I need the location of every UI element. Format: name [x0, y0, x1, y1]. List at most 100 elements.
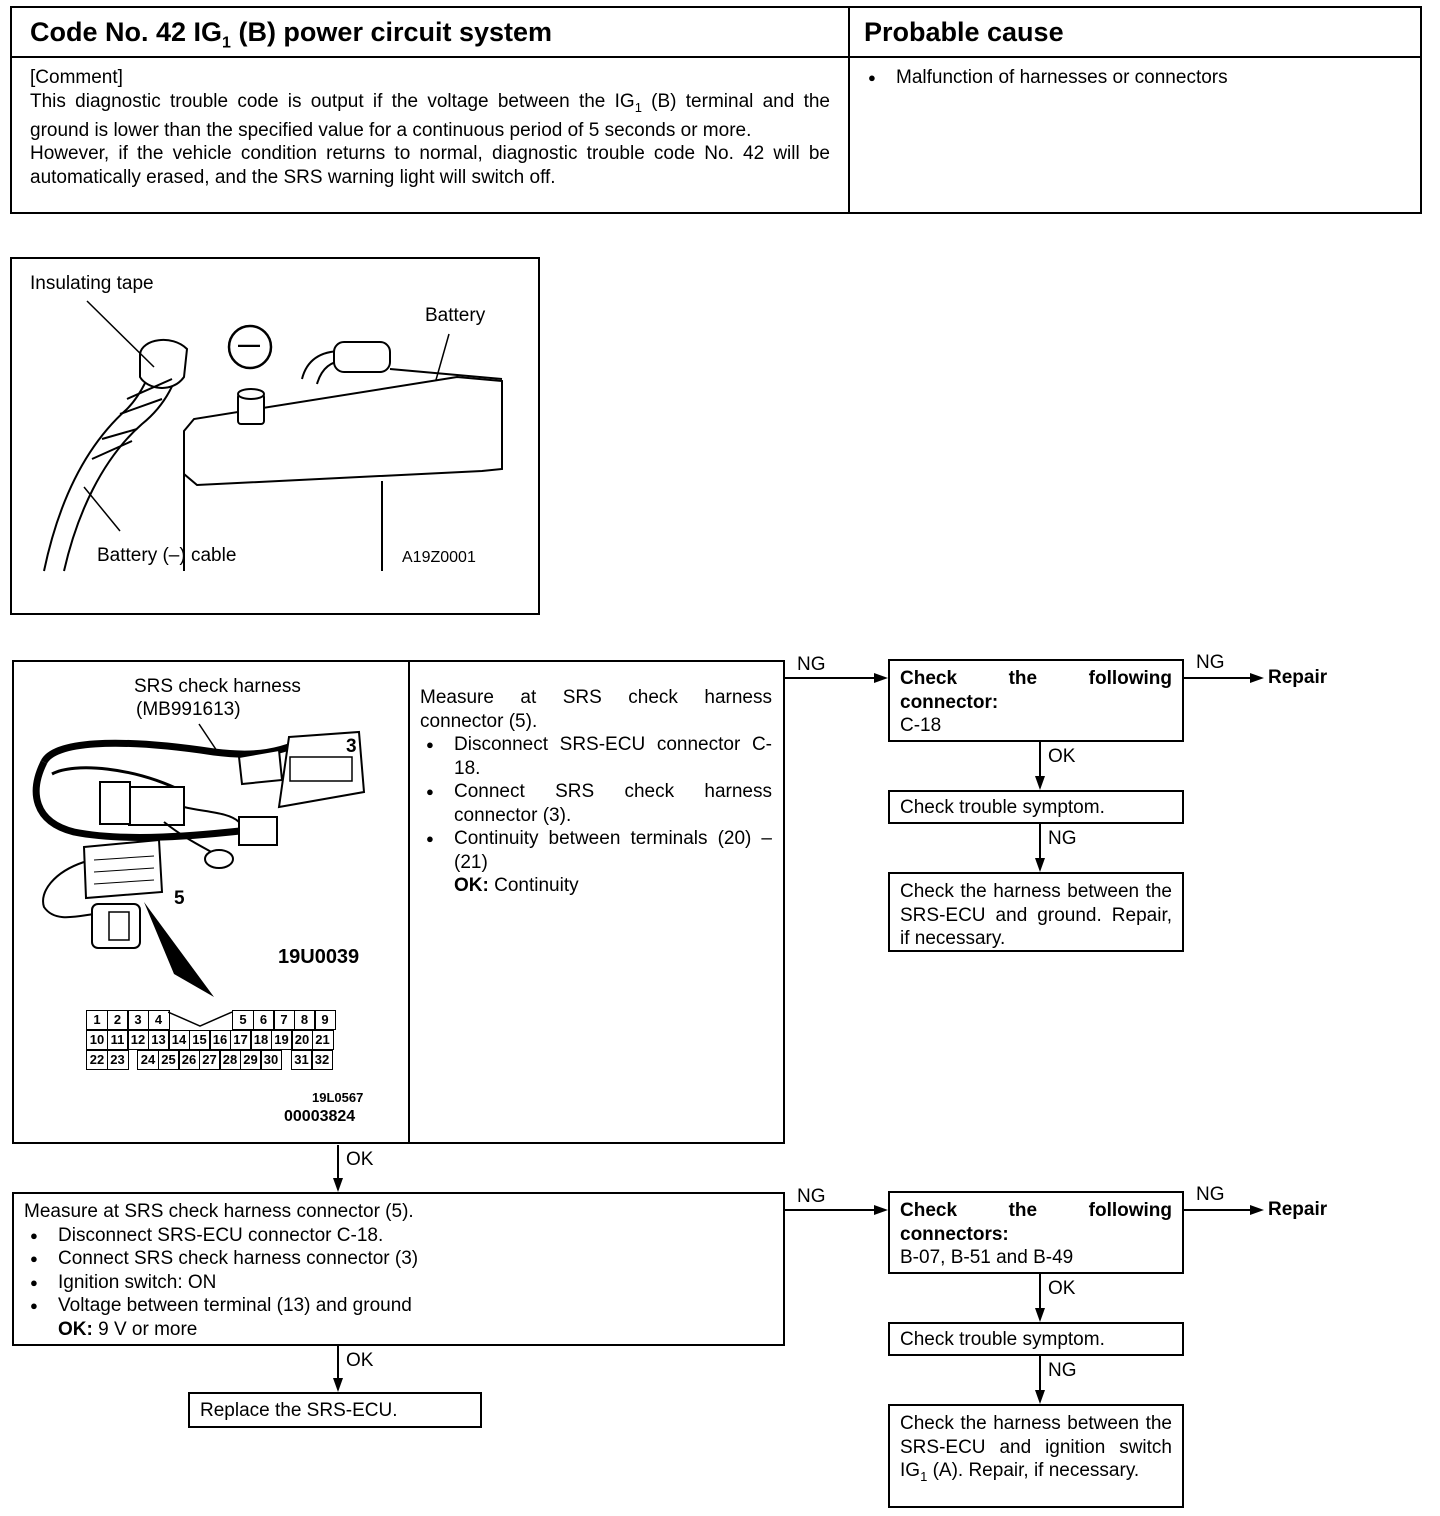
step2-item: Voltage between terminal (13) and ground — [24, 1294, 773, 1318]
step2-list: Disconnect SRS-ECU connector C-18. Conne… — [24, 1224, 773, 1318]
flow2-check-connectors: Check the following connectors: B-07, B-… — [888, 1191, 1184, 1274]
flow2-ng3-label: NG — [1048, 1360, 1077, 1381]
step2-ok-criteria: OK: 9 V or more — [58, 1318, 198, 1340]
step1-box: SRS check harness (MB991613) — [12, 660, 785, 1144]
flow1-ng2-label: NG — [1196, 652, 1225, 673]
probable-cause-item: Malfunction of harnesses or connectors — [862, 66, 1402, 90]
comment-paragraph-1: This diagnostic trouble code is output i… — [30, 90, 830, 141]
pin-cell: 7 — [273, 1010, 295, 1030]
flow2-check-symptom: Check trouble symptom. — [888, 1322, 1184, 1356]
code-table: Code No. 42 IG1 (B) power circuit system… — [10, 6, 1422, 214]
pin-cell: 32 — [311, 1050, 333, 1070]
step2-box: Measure at SRS check harness connector (… — [12, 1192, 785, 1346]
flow1-ng-label: NG — [797, 654, 826, 675]
pin-cell: 4 — [147, 1010, 170, 1030]
pin-cell: 9 — [314, 1010, 336, 1030]
step1-title: Measure at SRS check harness connector (… — [420, 687, 772, 732]
pin-cell: 2 — [106, 1010, 129, 1030]
harness-figure-id: 19U0039 — [278, 946, 360, 968]
battery-cable-label: Battery (–) cable — [97, 545, 237, 566]
step2-item: Disconnect SRS-ECU connector C-18. — [24, 1224, 773, 1248]
harness-illustration — [32, 723, 366, 997]
pin-cell: 19 — [270, 1030, 293, 1050]
pin-cell: 16 — [209, 1030, 231, 1050]
flow2-ok-label: OK — [1048, 1278, 1076, 1299]
step2-item: Ignition switch: ON — [24, 1271, 773, 1295]
flow1-check-title: Check the following connector: — [900, 668, 1172, 713]
pin-cell: 10 — [86, 1030, 108, 1050]
pin-cell: 3 — [127, 1010, 149, 1030]
pin-cell: 13 — [147, 1030, 170, 1050]
pin-cell: 11 — [106, 1030, 129, 1050]
pin-cell: 22 — [86, 1050, 108, 1070]
pin-cell: 28 — [219, 1050, 241, 1070]
harness-figure: SRS check harness (MB991613) — [14, 662, 408, 1142]
step1-list: Disconnect SRS-ECU connector C-18. Conne… — [420, 733, 772, 874]
step2-ok-label: OK — [346, 1350, 374, 1371]
pin-cell: 31 — [290, 1050, 313, 1070]
pin-cell: 29 — [239, 1050, 262, 1070]
flow1-check-connector: Check the following connector: C-18 — [888, 659, 1184, 742]
flow1-ng3-label: NG — [1048, 828, 1077, 849]
comment-block: [Comment] This diagnostic trouble code i… — [30, 66, 830, 189]
table-divider-v — [848, 8, 850, 212]
step1-item: Continuity between terminals (20) – (21) — [420, 827, 772, 874]
flow1-harness-check: Check the harness between the SRS-ECU an… — [888, 872, 1184, 952]
step1-item: Connect SRS check harness connector (3). — [420, 780, 772, 827]
flow1-repair-label: Repair — [1268, 667, 1328, 688]
harness-label-line1: SRS check harness — [134, 676, 301, 697]
pin-cell: 30 — [260, 1050, 282, 1070]
connector-3-label: 3 — [346, 736, 357, 757]
pin-cell: 23 — [106, 1050, 129, 1070]
step1-divider — [408, 662, 410, 1142]
flow1-check-symptom: Check trouble symptom. — [888, 790, 1184, 824]
step1-ok-label: OK — [346, 1149, 374, 1170]
flow1-check-value: C-18 — [900, 715, 942, 736]
pin-cell: 1 — [86, 1010, 108, 1030]
minus-symbol: — — [238, 332, 260, 357]
comment-tag: [Comment] — [30, 67, 123, 88]
battery-illustration — [43, 300, 503, 572]
code-title: Code No. 42 IG1 (B) power circuit system — [30, 17, 553, 52]
step1-ok-criteria: OK: Continuity — [454, 875, 579, 896]
probable-cause-header: Probable cause — [864, 17, 1064, 47]
step2-item: Connect SRS check harness connector (3) — [24, 1247, 773, 1271]
step1-item: Disconnect SRS-ECU connector C-18. — [420, 733, 772, 780]
battery-figure: Insulating tape Battery — Battery (–) ca… — [10, 257, 540, 615]
flow2-ng2-label: NG — [1196, 1184, 1225, 1205]
pin-cell: 27 — [198, 1050, 221, 1070]
pin-cell: 8 — [293, 1010, 316, 1030]
flow2-harness-check: Check the harness between the SRS-ECU an… — [888, 1404, 1184, 1508]
probable-cause-list: Malfunction of harnesses or connectors — [862, 66, 1402, 90]
flow1-ok-label: OK — [1048, 746, 1076, 767]
comment-paragraph-2: However, if the vehicle condition return… — [30, 143, 830, 188]
flow2-check-value: B-07, B-51 and B-49 — [900, 1247, 1074, 1268]
step2-title: Measure at SRS check harness connector (… — [24, 1201, 414, 1222]
pin-cell: 18 — [250, 1030, 272, 1050]
pin-cell: 26 — [178, 1050, 200, 1070]
harness-label-line2: (MB991613) — [136, 699, 241, 720]
pin-cell: 25 — [157, 1050, 180, 1070]
pin-cell: 21 — [311, 1030, 334, 1050]
pin-diagram-id: 19L0567 — [312, 1090, 364, 1105]
insulating-tape-label: Insulating tape — [30, 273, 154, 294]
document-id: 00003824 — [284, 1108, 356, 1125]
connector-5-label: 5 — [174, 888, 185, 909]
battery-label: Battery — [425, 305, 486, 326]
table-divider-h — [12, 56, 1420, 58]
pin-cell: 17 — [229, 1030, 252, 1050]
replace-ecu-box: Replace the SRS-ECU. — [188, 1392, 482, 1428]
pin-cell: 6 — [252, 1010, 275, 1030]
flow2-repair-label: Repair — [1268, 1199, 1328, 1220]
battery-figure-id: A19Z0001 — [402, 549, 476, 566]
step1-instructions: Measure at SRS check harness connector (… — [420, 686, 772, 898]
flow2-ng-label: NG — [797, 1186, 826, 1207]
pin-cell: 14 — [168, 1030, 190, 1050]
pin-cell: 5 — [232, 1010, 254, 1030]
pin-cell: 15 — [188, 1030, 211, 1050]
flow2-check-title: Check the following connectors: — [900, 1200, 1172, 1245]
